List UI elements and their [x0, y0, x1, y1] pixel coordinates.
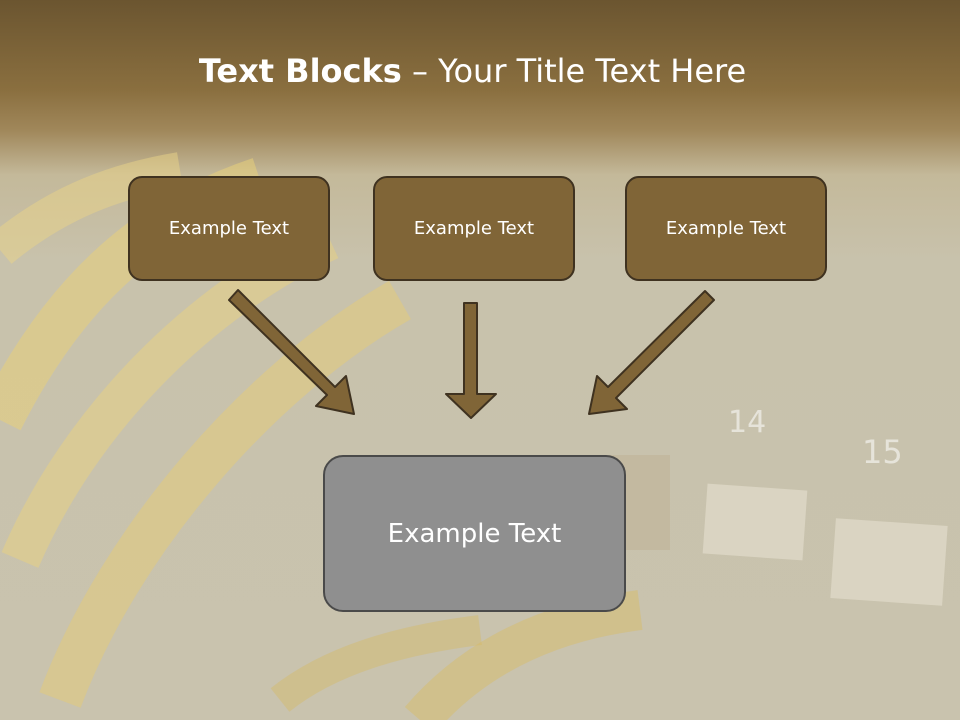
main-text-block: Example Text: [323, 455, 626, 612]
text-block-2: Example Text: [373, 176, 575, 281]
title-rest: – Your Title Text Here: [401, 52, 747, 90]
text-block-2-label: Example Text: [413, 218, 535, 239]
port-number-14: 14: [728, 405, 766, 440]
title-bold: Text Blocks: [198, 52, 402, 90]
text-block-3: Example Text: [625, 176, 827, 281]
slide-title: Text Blocks – Your Title Text Here: [0, 52, 945, 90]
arrow-left-icon: [228, 289, 355, 415]
arrow-right-icon: [588, 290, 715, 415]
main-text-block-label: Example Text: [387, 518, 562, 549]
text-block-1: Example Text: [128, 176, 330, 281]
port-number-15: 15: [862, 433, 903, 471]
arrow-center-icon: [445, 302, 497, 419]
text-block-1-label: Example Text: [168, 218, 290, 239]
text-block-3-label: Example Text: [665, 218, 787, 239]
